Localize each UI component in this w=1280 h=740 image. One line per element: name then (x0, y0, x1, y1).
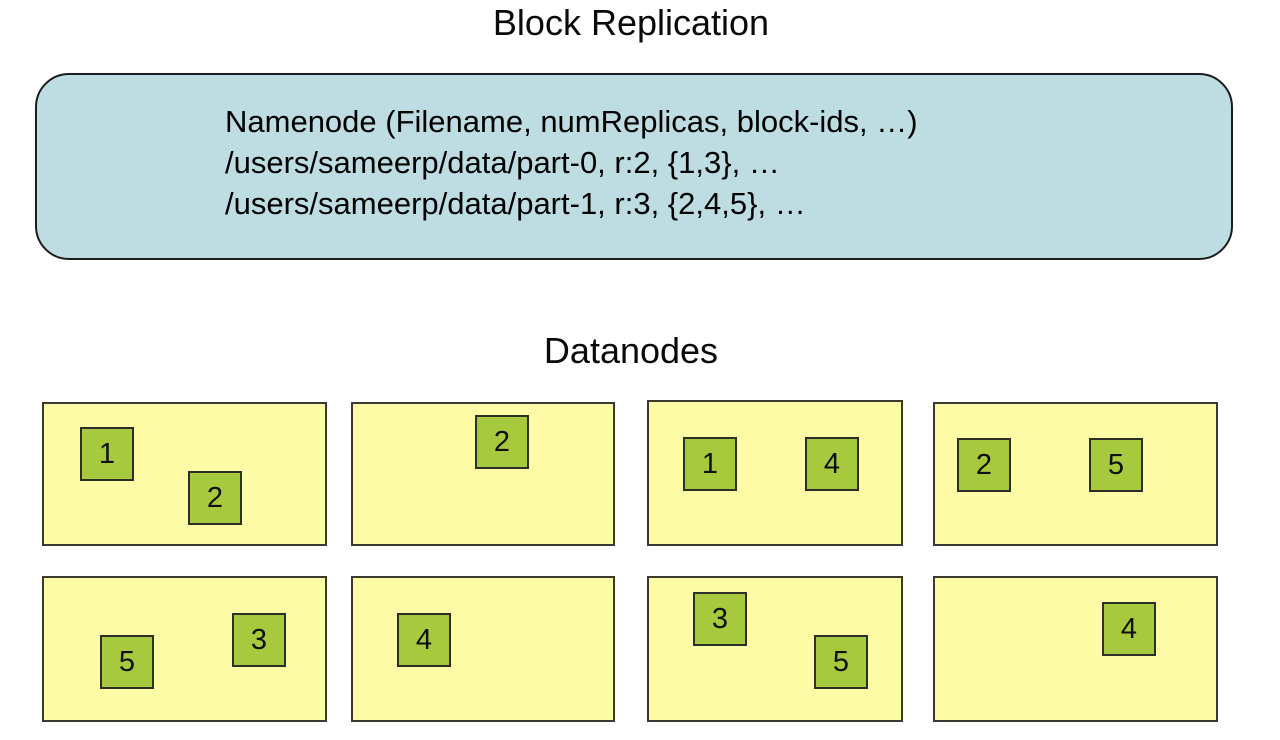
datanode-box-8: 4 (933, 576, 1218, 722)
block-chip-4: 4 (397, 613, 451, 667)
block-chip-2: 2 (957, 438, 1011, 492)
block-chip-2: 2 (475, 415, 529, 469)
block-chip-3: 3 (693, 592, 747, 646)
namenode-file-entry-part-0: /users/sameerp/data/part-0, r:2, {1,3}, … (225, 145, 780, 180)
namenode-box: Namenode (Filename, numReplicas, block-i… (35, 73, 1233, 260)
datanodes-heading: Datanodes (543, 330, 719, 371)
block-chip-3: 3 (232, 613, 286, 667)
block-chip-5: 5 (814, 635, 868, 689)
block-chip-2: 2 (188, 471, 242, 525)
block-chip-1: 1 (80, 427, 134, 481)
block-chip-5: 5 (100, 635, 154, 689)
namenode-file-entry-part-1: /users/sameerp/data/part-1, r:3, {2,4,5}… (225, 186, 806, 221)
block-chip-5: 5 (1089, 438, 1143, 492)
diagram-title: Block Replication (492, 2, 770, 43)
datanode-box-2: 2 (351, 402, 615, 546)
namenode-header-line: Namenode (Filename, numReplicas, block-i… (225, 104, 918, 139)
block-chip-1: 1 (683, 437, 737, 491)
block-chip-4: 4 (1102, 602, 1156, 656)
block-chip-4: 4 (805, 437, 859, 491)
datanode-box-6: 4 (351, 576, 615, 722)
